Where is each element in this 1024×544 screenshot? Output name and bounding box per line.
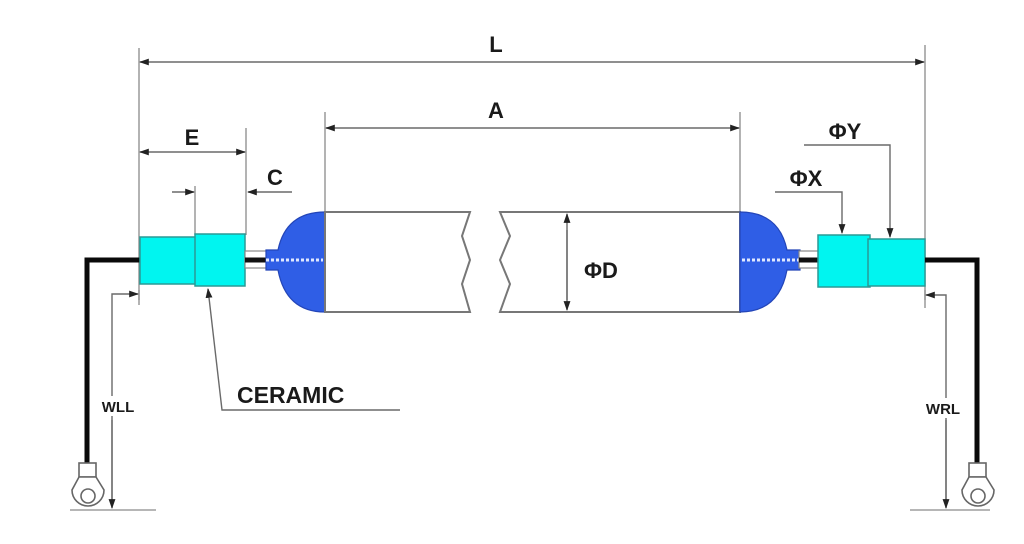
- right-wire-assembly: [925, 257, 995, 507]
- dimension-A: A: [324, 98, 741, 212]
- left-ceramic-base-outer: [139, 236, 198, 285]
- left-end-cap: [265, 211, 326, 313]
- label-E: E: [185, 125, 200, 150]
- WLL-label-bg: [95, 396, 141, 416]
- ceramic-leader-line: [205, 288, 400, 411]
- left-ceramic-assembly: [139, 233, 268, 287]
- quartz-tube: [324, 211, 741, 313]
- dimension-phiD: ΦD: [563, 213, 618, 311]
- label-C: C: [267, 165, 283, 190]
- left-ceramic-base-inner: [194, 233, 246, 287]
- dimension-E: E: [139, 125, 247, 235]
- right-ceramic-base-outer: [867, 238, 926, 287]
- dimension-WRL: WRL: [910, 290, 990, 511]
- label-WLL: WLL: [102, 399, 134, 416]
- left-terminal-crimp: [78, 462, 97, 478]
- quartz-tube-left-segment: [324, 211, 472, 313]
- dimension-WLL: WLL: [70, 290, 156, 511]
- phiX-leader: [775, 191, 846, 234]
- WRL-label-bg: [918, 398, 968, 418]
- label-phiD: ΦD: [584, 258, 618, 283]
- dimension-C: C: [172, 165, 292, 235]
- quartz-tube-right-segment: [498, 211, 741, 313]
- label-L: L: [489, 32, 502, 57]
- left-end-cap-shape: [265, 211, 326, 313]
- dimension-phiX: ΦX: [775, 166, 846, 234]
- dimension-phiY: ΦY: [804, 119, 894, 238]
- right-ceramic-base-inner: [817, 234, 871, 288]
- label-phiX: ΦX: [790, 166, 823, 191]
- ceramic-callout: CERAMIC: [205, 288, 400, 411]
- label-A: A: [488, 98, 504, 123]
- label-ceramic: CERAMIC: [237, 382, 344, 408]
- right-ceramic-assembly: [798, 234, 926, 288]
- label-WRL: WRL: [926, 401, 960, 418]
- left-lead-wire: [84, 257, 140, 465]
- left-wire-assembly: [71, 257, 140, 507]
- right-lead-wire: [925, 257, 980, 465]
- right-end-cap-shape: [739, 211, 801, 313]
- left-ring-hole: [80, 488, 96, 504]
- label-phiY: ΦY: [829, 119, 862, 144]
- right-terminal-crimp: [968, 462, 987, 478]
- phiY-leader: [804, 144, 894, 238]
- right-end-cap: [739, 211, 801, 313]
- right-ring-hole: [970, 488, 986, 504]
